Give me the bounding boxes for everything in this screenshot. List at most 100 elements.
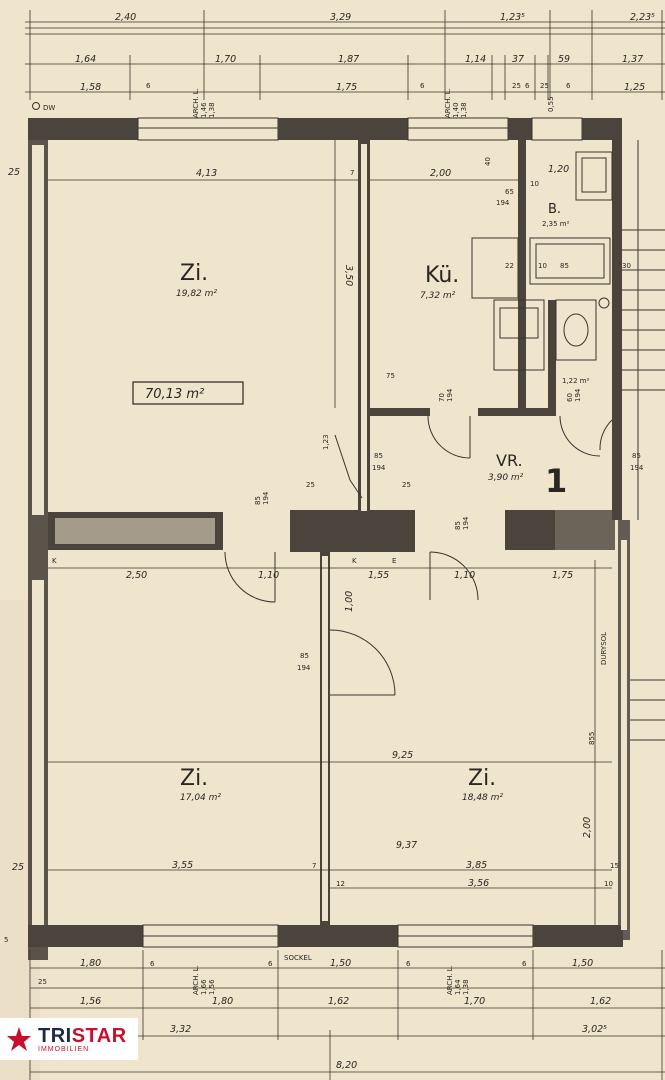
dim-937: 9,37 [396, 840, 417, 851]
bot-ext-6b: 6 [268, 960, 273, 968]
dim-194d: 194 [372, 464, 386, 472]
stairs [622, 140, 665, 741]
room-vr-name: VR. [496, 451, 523, 470]
dim-120: 1,20 [548, 164, 569, 175]
bot-ext-332: 3,32 [170, 1024, 191, 1035]
mid-e: E [392, 557, 396, 565]
dim-row2-7: 1,37 [622, 54, 643, 65]
dim-85e: 85 [632, 452, 641, 460]
bot-inner-12: 12 [336, 880, 345, 888]
logo-brand-a: TRI [38, 1025, 72, 1047]
room-zi2-name: Zi. [180, 766, 208, 791]
mid-155: 1,55 [368, 570, 389, 581]
dim-60: 60 [566, 393, 574, 402]
mid-175: 1,75 [552, 570, 573, 581]
dim-194f: 194 [462, 516, 470, 530]
arch-bot-left-1: 1,66 [200, 979, 208, 995]
dim-top-2: 3,29 [330, 12, 351, 23]
bot-ext-150a: 1,50 [330, 958, 351, 969]
left-5: 5 [4, 936, 8, 944]
bot-ext-180a: 1,80 [80, 958, 101, 969]
bot-inner-355: 3,55 [172, 860, 193, 871]
sockel-label: SOCKEL [284, 954, 312, 962]
total-area: 70,13 m² [145, 387, 204, 402]
dim-25b: 25 [402, 481, 411, 489]
bot-inner-7: 7 [312, 862, 316, 870]
bot-ext-170: 1,70 [464, 996, 485, 1007]
bot-ext-6a: 6 [150, 960, 155, 968]
dim-25a: 25 [306, 481, 315, 489]
dim-top-1: 2,40 [115, 12, 136, 23]
arch-bot-left-label: ARCH. L. [192, 965, 200, 995]
dim-85c: 85 [254, 496, 262, 505]
dim-row3-1: 1,58 [80, 82, 101, 93]
internal-dimension-lines [48, 140, 612, 925]
doors [224, 415, 613, 696]
dim-194b: 194 [446, 388, 454, 402]
dim-200b: 2,00 [582, 817, 593, 838]
walls [28, 117, 630, 960]
arch-top-left-1: 1,46 [200, 102, 208, 118]
dim-855: 855 [588, 732, 596, 745]
door-lower-194: 194 [297, 664, 311, 672]
dim-top-4: 2,23⁵ [630, 12, 655, 23]
dim-40: 40 [484, 157, 492, 166]
dw-label: DW [43, 104, 55, 112]
dim-row2-1: 1,64 [75, 54, 96, 65]
dim-row3-5: 25 [512, 82, 521, 90]
dim-70: 70 [438, 393, 446, 402]
room-kue-name: Kü. [425, 263, 459, 288]
left-margin-25: 25 [8, 167, 20, 178]
bot-ext-180b: 1,80 [212, 996, 233, 1007]
bot-ext-162a: 1,62 [328, 996, 349, 1007]
dim-10: 10 [530, 180, 539, 188]
dim-row2-3: 1,87 [338, 54, 359, 65]
arch-bot-left-2: 1,56 [208, 979, 216, 995]
arch-bot-right-label: ARCH. L. [446, 965, 454, 995]
arch-small: 0,55 [547, 96, 555, 112]
arch-top-right-label: ARCH. L. [444, 88, 452, 118]
bot-ext-156: 1,56 [80, 996, 101, 1007]
dim-194g: 194 [630, 464, 644, 472]
room-vr-area: 3,90 m² [488, 473, 524, 483]
arch-bot-right-2: 1,38 [462, 979, 470, 995]
room-zi2-area: 17,04 m² [180, 793, 221, 803]
dim-row3-9: 1,25 [624, 82, 645, 93]
arch-bot-right-1: 1,64 [454, 979, 462, 995]
dim-194c: 194 [574, 388, 582, 402]
dim-22: 22 [505, 262, 514, 270]
dim-75: 75 [386, 372, 395, 380]
bot-inner-25: 25 [12, 862, 24, 873]
arch-top-left-2: 1,38 [208, 102, 216, 118]
mid-k2: K [352, 557, 357, 565]
bot-total: 8,20 [336, 1060, 357, 1071]
dim-350: 3,50 [343, 265, 354, 286]
arch-top-left-label: ARCH. L. [192, 88, 200, 118]
dim-30: 30 [622, 262, 631, 270]
dim-200: 2,00 [430, 168, 451, 179]
dim-row3-2: 6 [146, 82, 151, 90]
dim-row2-4: 1,14 [465, 54, 486, 65]
room-wc-area: 1,22 m² [562, 377, 590, 385]
room-b-area: 2,35 m² [542, 220, 570, 228]
dim-7: 7 [350, 169, 354, 177]
arch-top-right-2: 1,38 [460, 102, 468, 118]
bot-inner-15: 15 [610, 862, 619, 870]
unit-number: 1 [545, 462, 567, 500]
dim-row3-3: 1,75 [336, 82, 357, 93]
mid-110b: 1,10 [454, 570, 475, 581]
dim-925: 9,25 [392, 750, 413, 761]
mid-110a: 1,10 [258, 570, 279, 581]
dim-85d: 85 [454, 521, 462, 530]
arch-top-right-1: 1,40 [452, 102, 460, 118]
bot-ext-150b: 1,50 [572, 958, 593, 969]
tristar-logo: TRISTAR IMMOBILIEN [0, 1018, 138, 1060]
dim-194e: 194 [262, 491, 270, 505]
dim-row2-5: 37 [512, 54, 524, 65]
bot-ext-25: 25 [38, 978, 47, 986]
door-lower-85: 85 [300, 652, 309, 660]
dim-row2-6: 59 [558, 54, 570, 65]
dim-row2-2: 1,70 [215, 54, 236, 65]
dim-top-3: 1,23⁵ [500, 12, 525, 23]
dim-194a: 194 [496, 199, 510, 207]
